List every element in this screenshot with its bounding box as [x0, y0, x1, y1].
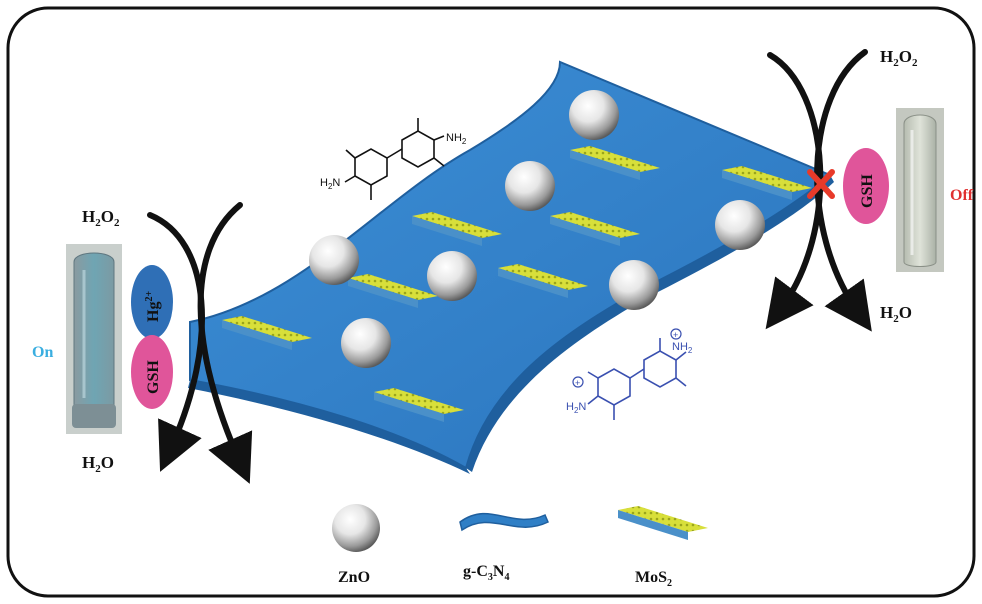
legend-mos2-plate — [618, 506, 708, 540]
zno-sphere — [505, 161, 555, 211]
mos2-plate — [498, 264, 588, 298]
legend-gcn-sheet — [459, 512, 549, 532]
oxtmb-molecule — [587, 338, 687, 420]
zno-sphere — [569, 90, 619, 140]
gsh-left-ellipse: GSH — [131, 335, 173, 409]
hg-ellipse: Hg2+ — [131, 265, 173, 339]
zno-sphere — [715, 200, 765, 250]
mos2-plate — [222, 316, 312, 350]
mos2-plate — [412, 212, 502, 246]
zno-sphere — [609, 260, 659, 310]
legend-zno-sphere — [332, 504, 380, 552]
mos2-plate — [374, 388, 464, 422]
oxtmb-h2n-label: H2N — [566, 401, 586, 415]
mos2-plate — [722, 166, 812, 200]
mos2-plate — [550, 212, 640, 246]
zno-spheres — [309, 90, 765, 368]
charge-plus-icon: + — [575, 378, 580, 388]
tmb-molecule — [344, 118, 445, 200]
off-label: Off — [950, 187, 974, 204]
h2o2-left-label: H2O2 — [82, 207, 120, 229]
zno-sphere — [309, 235, 359, 285]
left-reaction-arrows — [147, 202, 253, 484]
on-label: On — [32, 344, 53, 361]
legend-mos2-label: MoS2 — [635, 569, 672, 589]
gsh-left-label: GSH — [145, 360, 162, 394]
gsh-right-label: GSH — [859, 174, 876, 208]
legend-zno-label: ZnO — [338, 569, 370, 586]
charge-plus-icon: + — [673, 330, 678, 340]
mos2-plate — [570, 146, 660, 180]
h2o-right-label: H2O — [880, 303, 912, 325]
oxtmb-nh2-label: NH2 — [672, 341, 693, 355]
tmb-h2n-label: H2N — [320, 177, 340, 191]
charge-plus-icon — [572, 376, 584, 388]
charge-plus-icon — [670, 328, 682, 340]
legend-gcn-label: g-C3N4 — [463, 563, 509, 583]
legend: ZnO g-C3N4 MoS2 — [332, 504, 708, 589]
vial-off — [896, 108, 944, 272]
h2o2-right-label: H2O2 — [880, 47, 918, 69]
tmb-nh2-label: NH2 — [446, 132, 467, 146]
mos2-plates — [222, 146, 812, 422]
zno-sphere — [427, 251, 477, 301]
vial-on — [66, 244, 122, 434]
mos2-plate — [348, 274, 438, 308]
right-reaction-arrows — [765, 49, 872, 332]
gsh-right-ellipse: GSH — [843, 148, 889, 224]
hg-label: Hg2+ — [144, 291, 162, 322]
frame-border — [6, 6, 976, 598]
zno-sphere — [341, 318, 391, 368]
h2o-left-label: H2O — [82, 453, 114, 475]
cross-icon — [807, 169, 835, 199]
